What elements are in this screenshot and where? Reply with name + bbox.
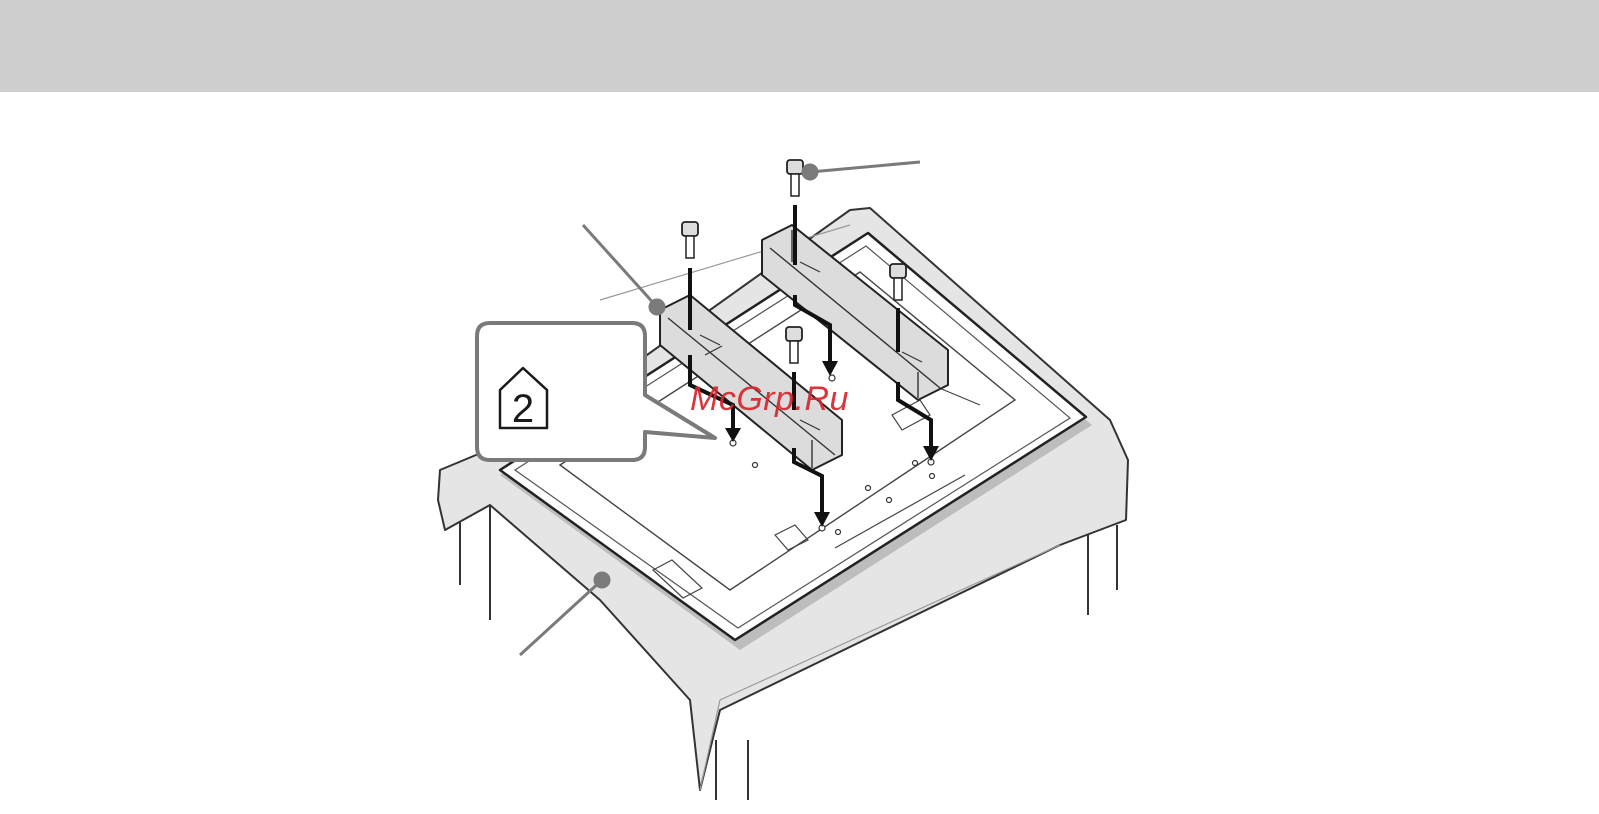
step-number: 2 <box>512 387 534 431</box>
screw-icon <box>787 160 803 196</box>
watermark: McGrp.Ru <box>690 380 849 419</box>
screw-icon <box>682 222 698 258</box>
